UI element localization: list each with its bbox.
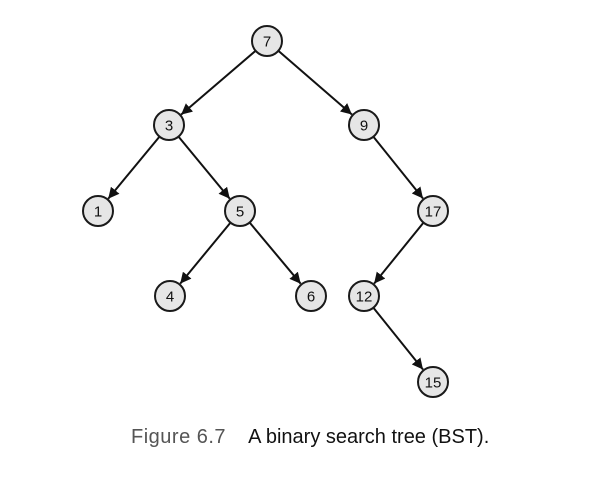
edge-n7-n9 [277, 50, 353, 116]
node-label: 15 [425, 375, 442, 392]
tree-node-7: 7 [251, 25, 283, 57]
node-label: 7 [263, 34, 271, 51]
tree-node-12: 12 [348, 280, 380, 312]
node-label: 3 [165, 118, 173, 135]
tree-node-4: 4 [154, 280, 186, 312]
edge-n5-n6 [248, 221, 302, 285]
tree-node-17: 17 [417, 195, 449, 227]
tree-node-6: 6 [295, 280, 327, 312]
tree-node-15: 15 [417, 366, 449, 398]
node-circle [417, 195, 449, 227]
figure-caption: Figure 6.7 A binary search tree (BST). [131, 426, 489, 449]
edge-n3-n1 [107, 135, 161, 200]
figure-number: Figure 6.7 [131, 426, 227, 448]
edge-n12-n15 [372, 307, 424, 371]
edge-n7-n3 [180, 50, 257, 116]
node-circle [153, 109, 185, 141]
node-circle [251, 25, 283, 57]
node-label: 9 [360, 118, 368, 135]
node-circle [224, 195, 256, 227]
node-label: 17 [425, 204, 442, 221]
figure-caption-text: A binary search tree (BST). [248, 426, 490, 448]
tree-node-3: 3 [153, 109, 185, 141]
node-circle [154, 280, 186, 312]
node-circle [82, 195, 114, 227]
edge-n3-n5 [177, 135, 231, 200]
edges [107, 50, 425, 371]
tree-node-1: 1 [82, 195, 114, 227]
node-label: 6 [307, 289, 315, 306]
node-circle [348, 109, 380, 141]
tree-node-9: 9 [348, 109, 380, 141]
edge-n5-n4 [179, 221, 232, 285]
node-circle [417, 366, 449, 398]
tree-node-5: 5 [224, 195, 256, 227]
node-circle [295, 280, 327, 312]
edge-n9-n17 [372, 136, 424, 200]
node-circle [348, 280, 380, 312]
node-label: 12 [356, 289, 373, 306]
node-label: 5 [236, 204, 244, 221]
edge-n17-n12 [373, 221, 425, 285]
node-label: 1 [94, 204, 102, 221]
node-label: 4 [166, 289, 174, 306]
